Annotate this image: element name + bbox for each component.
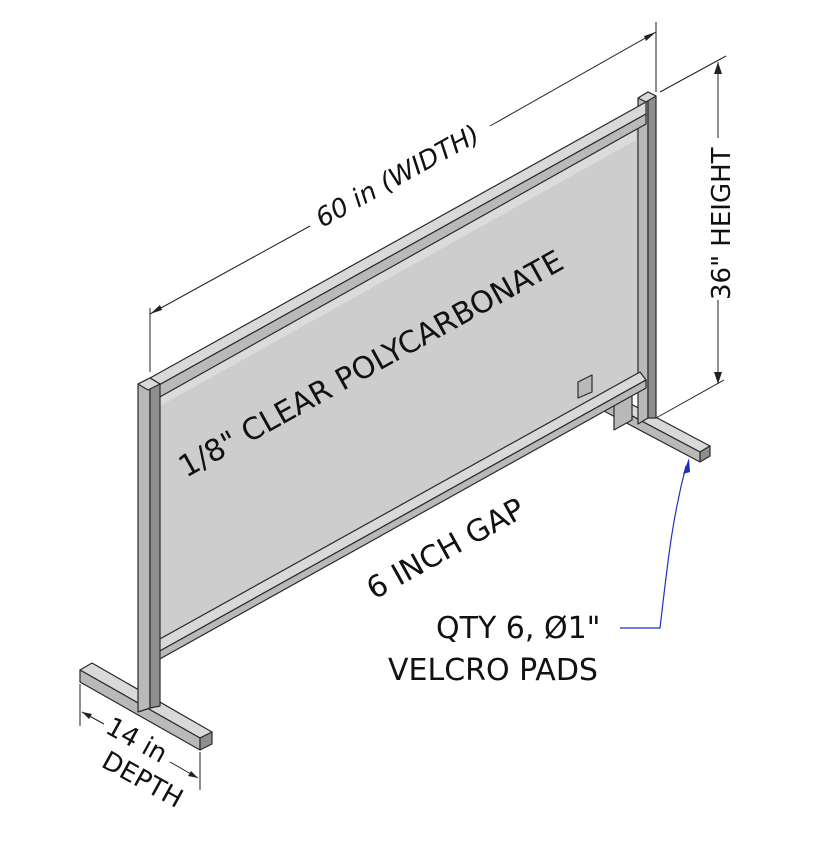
height-label: 36" HEIGHT <box>707 147 737 300</box>
velcro-label-line1: QTY 6, Ø1" <box>436 611 600 646</box>
width-dimension <box>149 22 657 372</box>
height-dimension <box>655 55 727 419</box>
depth-dimension <box>79 684 201 790</box>
bottom-rail <box>157 371 647 661</box>
right-foot <box>601 389 711 463</box>
velcro-label-line2: VELCRO PADS <box>388 653 598 688</box>
left-post <box>137 377 161 713</box>
velcro-pad <box>577 374 593 399</box>
velcro-leader-arrow <box>683 458 690 474</box>
velcro-leader-line <box>620 465 687 629</box>
